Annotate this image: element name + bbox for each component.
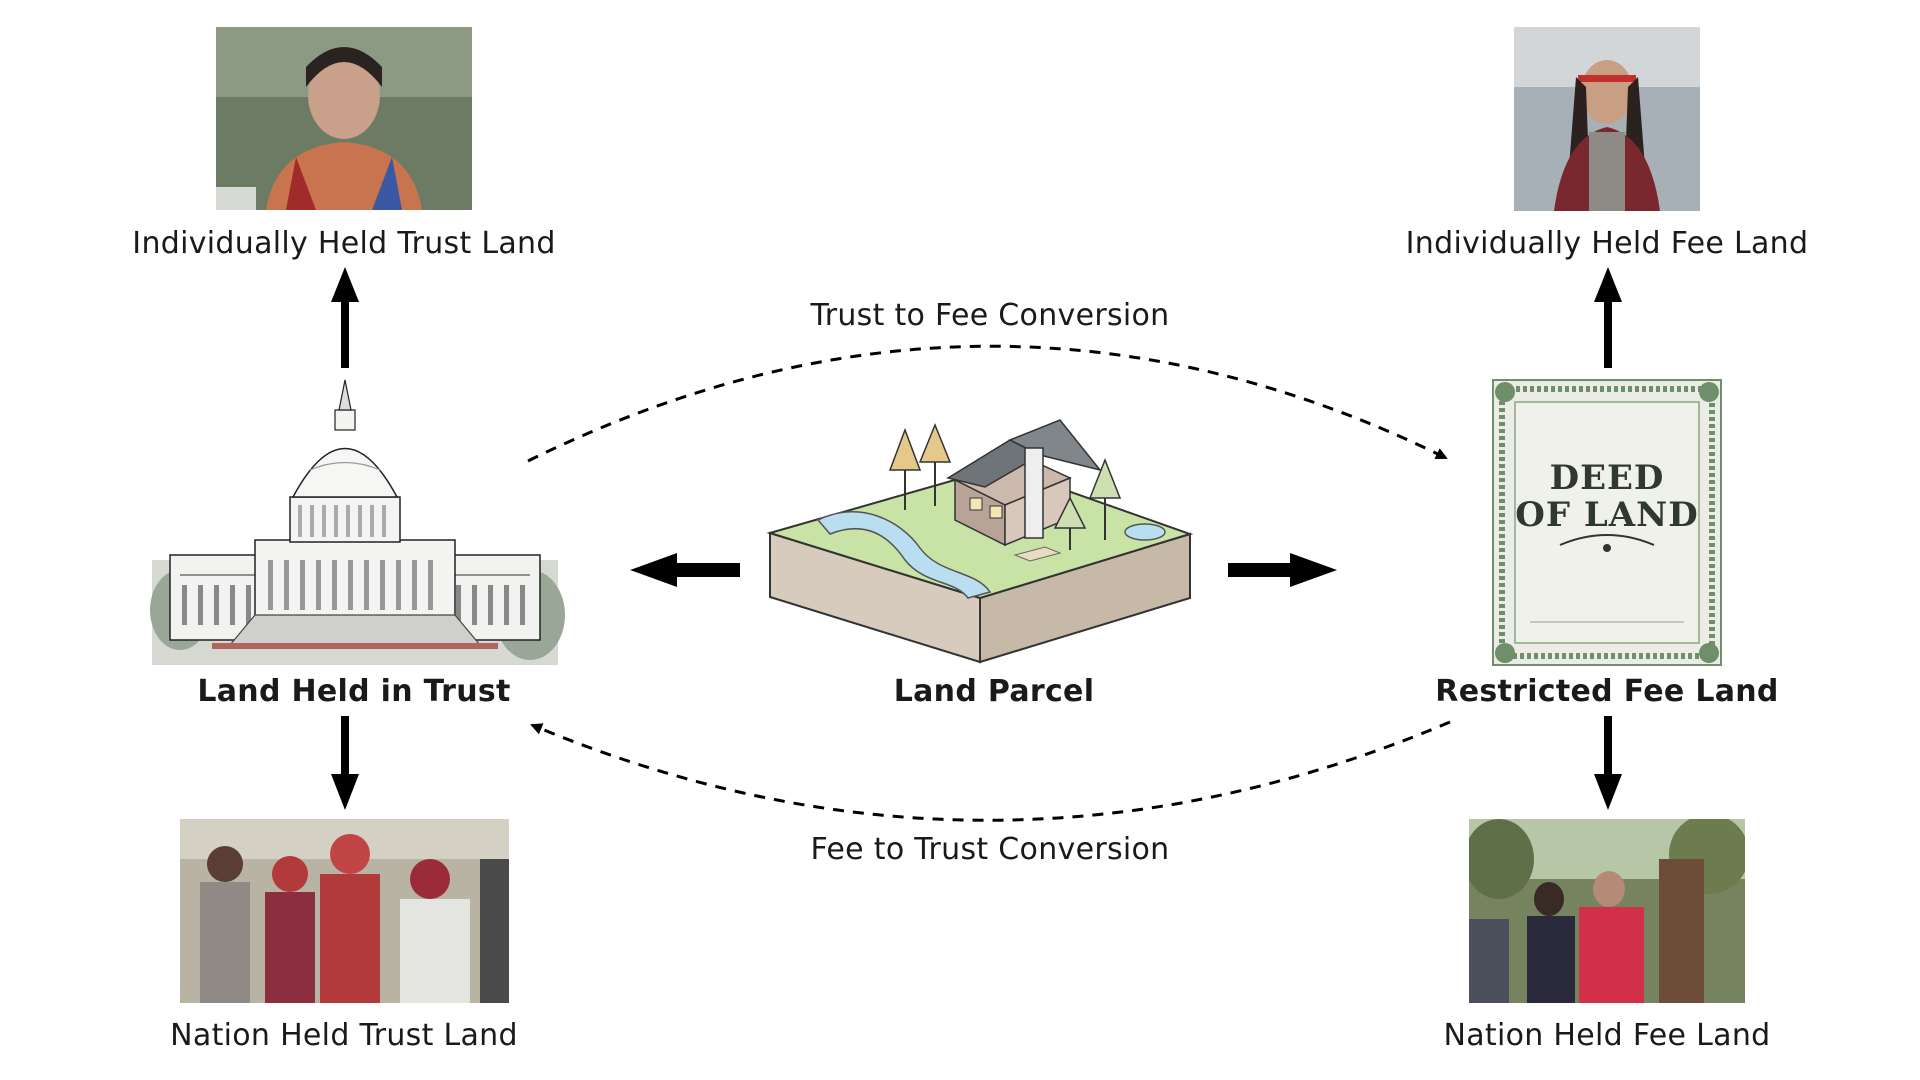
label-nation-trust: Nation Held Trust Land [170, 1018, 518, 1053]
label-fee-to-trust: Fee to Trust Conversion [810, 832, 1170, 867]
label-nation-fee: Nation Held Fee Land [1443, 1018, 1771, 1053]
individual-trust-photo [216, 27, 472, 210]
capitol-building-image [150, 379, 565, 665]
label-trust-to-fee: Trust to Fee Conversion [810, 298, 1170, 333]
individual-fee-photo [1514, 27, 1700, 211]
nation-trust-photo [180, 819, 509, 1003]
arrow-trust-to-individual [331, 267, 359, 368]
arrow-trust-to-nation [331, 716, 359, 810]
land-parcel-illustration [766, 419, 1194, 664]
curve-trust-to-fee [527, 344, 1448, 463]
deed-of-land-document [1492, 379, 1722, 666]
label-individual-fee: Individually Held Fee Land [1405, 226, 1809, 261]
arrow-fee-to-nation [1594, 716, 1622, 810]
nation-fee-photo [1469, 819, 1745, 1003]
label-land-parcel: Land Parcel [893, 674, 1095, 709]
curve-fee-to-trust [530, 720, 1451, 822]
deed-title-line1: DEED [1549, 458, 1665, 498]
arrow-parcel-to-trust [630, 553, 740, 587]
label-land-held-in-trust: Land Held in Trust [197, 674, 511, 709]
arrow-fee-to-individual [1594, 267, 1622, 368]
label-restricted-fee-land: Restricted Fee Land [1435, 674, 1779, 709]
label-individual-trust: Individually Held Trust Land [132, 226, 556, 261]
arrow-parcel-to-fee [1228, 553, 1337, 587]
deed-title-line2: OF LAND [1515, 495, 1699, 535]
